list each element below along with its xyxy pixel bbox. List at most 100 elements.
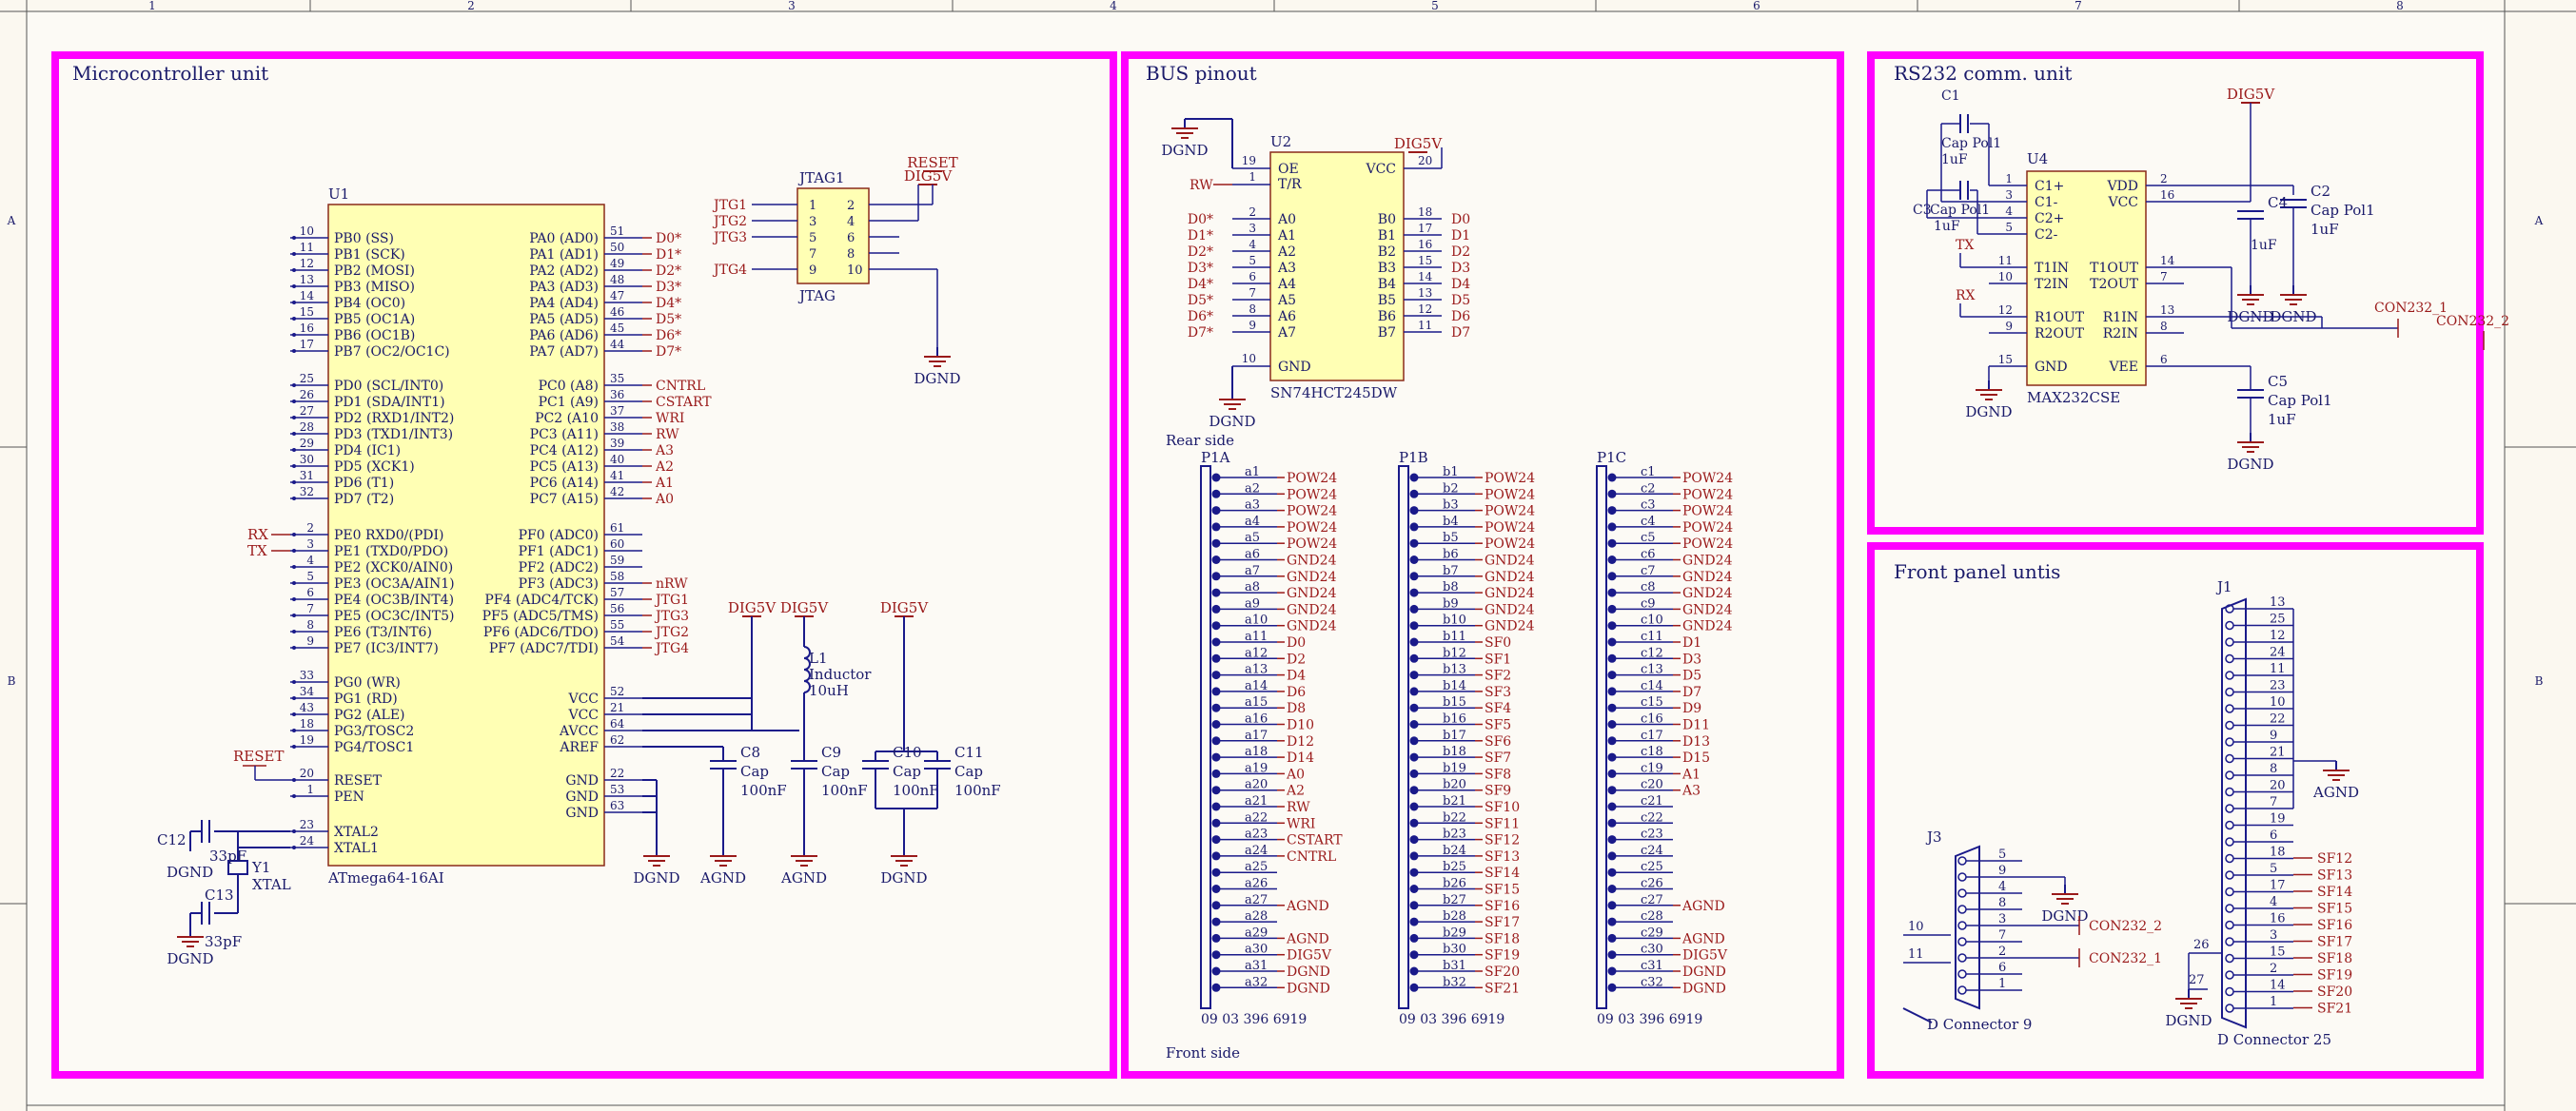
jtag-part: JTAG bbox=[797, 287, 836, 304]
bus-connector-part: 09 03 396 6919 bbox=[1201, 1012, 1307, 1027]
u1-pin-number: 20 bbox=[300, 767, 314, 780]
y1-ref: Y1 bbox=[251, 859, 270, 876]
rs232-section-title: RS232 comm. unit bbox=[1894, 62, 2072, 85]
bus-pin-dot bbox=[1211, 901, 1221, 910]
u1-pin-number: 56 bbox=[610, 602, 624, 615]
j1-agnd-label: AGND bbox=[2312, 784, 2359, 801]
u1-pin-number: 16 bbox=[300, 322, 314, 335]
u1-pin-number: 24 bbox=[300, 834, 315, 848]
bus-pin-dot bbox=[1409, 720, 1419, 729]
u1-net-label: CNTRL bbox=[656, 379, 705, 394]
bus-pin-dot bbox=[1607, 653, 1617, 663]
j3-pin-number: 2 bbox=[1998, 945, 2006, 959]
dig5v-c10-label: DIG5V bbox=[880, 599, 929, 616]
u1-pin-number: 42 bbox=[610, 485, 624, 498]
bus-net-label: GND24 bbox=[1287, 570, 1337, 585]
bus-pin-number: a20 bbox=[1245, 778, 1268, 792]
u2-b-name: B0 bbox=[1378, 212, 1396, 227]
bus-pin-dot bbox=[1607, 703, 1617, 712]
u1-pin-number: 28 bbox=[300, 420, 314, 434]
jtag-reset-label: RESET bbox=[907, 154, 957, 171]
tx-net-label: TX bbox=[247, 542, 267, 559]
u2-gnd-pin: 10 bbox=[1242, 352, 1256, 365]
j1-net-label: SF16 bbox=[2317, 918, 2352, 933]
u4-pin-num: 4 bbox=[2005, 205, 2013, 218]
u1-net-label: D6* bbox=[656, 328, 681, 343]
pin-end bbox=[292, 549, 296, 553]
bus-pin-dot bbox=[1409, 621, 1419, 631]
bus-pin-number: b26 bbox=[1443, 877, 1466, 891]
dgnd-c10-label: DGND bbox=[880, 869, 927, 887]
u2-dgnd-bottom-label: DGND bbox=[1209, 413, 1255, 430]
u1-pin-name: XTAL2 bbox=[334, 825, 379, 840]
c9-ref: C9 bbox=[821, 744, 841, 761]
bus-net-label: POW24 bbox=[1485, 471, 1535, 486]
bus-net-label: GND24 bbox=[1682, 554, 1733, 569]
u2-b-num: 18 bbox=[1418, 205, 1432, 219]
u1-pin-number: 62 bbox=[610, 733, 624, 747]
bus-pin-dot bbox=[1409, 473, 1419, 482]
bus-net-label: SF6 bbox=[1485, 734, 1511, 750]
c9-type: Cap bbox=[821, 763, 850, 780]
u4-part: MAX232CSE bbox=[2027, 389, 2120, 406]
u1-pin-name: PA1 (AD1) bbox=[529, 247, 599, 263]
u1-pin-number: 31 bbox=[300, 469, 314, 482]
jtag-pin-number: 9 bbox=[809, 263, 816, 278]
u4-max232[interactable]: U4MAX232CSEC1+1C1-3C2+4C2-5T1IN11T2IN10R… bbox=[1913, 86, 2509, 473]
jtag-net-label: JTG2 bbox=[712, 214, 747, 229]
u4-pin-name: T2OUT bbox=[2090, 277, 2139, 292]
u4-pin-name: C2+ bbox=[2035, 211, 2064, 226]
jtag-pin-number: 3 bbox=[809, 215, 816, 229]
u1-pin-name: PE7 (IC3/INT7) bbox=[334, 641, 439, 656]
u2-b-net: D5 bbox=[1451, 293, 1470, 308]
bus-net-label: SF20 bbox=[1485, 965, 1520, 980]
u1-pin-name: PA4 (AD4) bbox=[529, 296, 599, 311]
bus-pin-number: a18 bbox=[1245, 745, 1268, 759]
bus-pin-dot bbox=[1607, 752, 1617, 762]
pin-end bbox=[292, 597, 296, 601]
bus-pin-dot bbox=[1211, 802, 1221, 811]
bus-pin-dot bbox=[1409, 588, 1419, 597]
bus-pin-dot bbox=[1211, 588, 1221, 597]
bus-net-label: A3 bbox=[1681, 784, 1701, 799]
bus-pin-number: b6 bbox=[1443, 548, 1459, 562]
u2-b-name: B7 bbox=[1378, 325, 1396, 341]
bus-net-label: GND24 bbox=[1287, 619, 1337, 634]
bus-pin-number: b9 bbox=[1443, 596, 1459, 611]
u1-part-number: ATmega64-16AI bbox=[327, 869, 444, 887]
u2-a-num: 5 bbox=[1249, 254, 1256, 267]
bus-pin-dot bbox=[1211, 851, 1221, 861]
bus-pin-number: b24 bbox=[1443, 844, 1466, 858]
dgnd-c13-label: DGND bbox=[167, 950, 213, 967]
c8-value: 100nF bbox=[740, 782, 787, 799]
u2-tr-pin: 1 bbox=[1249, 170, 1256, 184]
dig5v-l1-label: DIG5V bbox=[780, 599, 829, 616]
bus-pin-number: a21 bbox=[1245, 794, 1268, 809]
u1-pin-number: 60 bbox=[610, 537, 624, 551]
u1-pin-name: PB5 (OC1A) bbox=[334, 312, 415, 327]
bus-pin-number: b2 bbox=[1443, 481, 1459, 496]
j3-pin-number: 3 bbox=[1998, 912, 2006, 926]
bus-pin-dot bbox=[1607, 604, 1617, 614]
bus-pin-dot bbox=[1211, 867, 1221, 877]
pin-end bbox=[292, 565, 296, 569]
bus-net-label: GND24 bbox=[1287, 586, 1337, 601]
u2-bus-transceiver[interactable]: U2SN74HCT245DWOET/RVCCGND1912010DGNDDGND… bbox=[1161, 118, 1470, 430]
pin-end bbox=[292, 268, 296, 272]
bus-pin-dot bbox=[1211, 538, 1221, 548]
bus-pin-dot bbox=[1211, 671, 1221, 680]
u1-pin-name: PB7 (OC2/OC1C) bbox=[334, 344, 450, 360]
bus-pin-number: a30 bbox=[1245, 943, 1268, 957]
bus-pin-number: a24 bbox=[1245, 844, 1268, 858]
frame-column-label: 5 bbox=[1431, 0, 1439, 12]
c2-value: 1uF bbox=[2311, 221, 2339, 238]
bus-pin-dot bbox=[1409, 851, 1419, 861]
bus-pin-number: b11 bbox=[1443, 630, 1466, 644]
u1-pin-number: 11 bbox=[300, 241, 314, 254]
u4-pin-num: 5 bbox=[2005, 221, 2013, 234]
bus-pin-number: b25 bbox=[1443, 860, 1466, 874]
j1-side-pin: 27 bbox=[2189, 973, 2205, 987]
bus-pin-number: c20 bbox=[1641, 778, 1663, 792]
